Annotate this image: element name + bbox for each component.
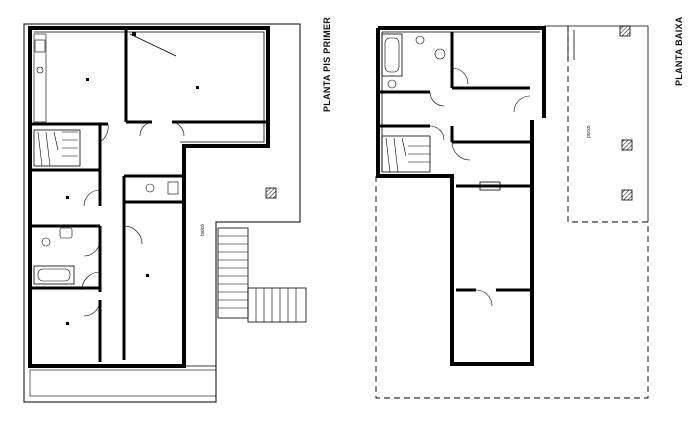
ground-bath-wall	[378, 32, 530, 94]
ground-floor-plan	[375, 25, 649, 399]
upper-stair-box	[33, 129, 81, 167]
ground-window-box	[479, 181, 501, 191]
ground-outer-walls	[376, 26, 546, 366]
upper-bath-center	[122, 174, 182, 204]
upper-sink-1	[59, 227, 73, 239]
upper-terrace-outline	[23, 23, 301, 403]
upper-terrace-floor-line	[29, 369, 217, 397]
upper-room-marks	[66, 32, 199, 325]
upper-inner-wall-line	[34, 31, 265, 143]
ground-dashed-outline	[375, 26, 649, 399]
upper-kitchen-counter	[33, 33, 47, 123]
upper-diagonal-line	[129, 33, 177, 57]
ground-floor-title: PLANTA BAIXA	[674, 16, 684, 86]
upper-bathtub	[33, 265, 75, 285]
upper-corridor-walls	[30, 124, 102, 292]
upper-bedroom-right-walls	[98, 202, 126, 362]
porch-note: porxo	[586, 125, 592, 138]
ground-inner-wall-line	[381, 31, 540, 172]
upper-kitchen-hob	[34, 39, 46, 53]
ground-sink	[434, 48, 446, 60]
upper-terrace-stair-treads	[218, 235, 248, 309]
upper-outer-walls	[28, 26, 270, 368]
upper-floor-plan	[23, 23, 307, 403]
upper-floor-title: PLANTA PIS PRIMER	[322, 17, 332, 112]
upper-terrace-stairs	[217, 227, 249, 319]
upper-landing-treads	[255, 288, 297, 322]
ground-toilet	[415, 35, 425, 45]
upper-sink-kitchen	[36, 66, 44, 74]
upper-door-arcs	[81, 121, 185, 317]
ground-room-walls	[456, 184, 530, 292]
ground-door-arcs	[429, 67, 531, 307]
ground-bathtub	[381, 33, 403, 77]
ground-hatched-columns	[619, 25, 633, 201]
ground-stair-walls	[378, 124, 530, 144]
upper-landing-stairs	[247, 287, 307, 323]
upper-stair-treads	[37, 131, 78, 167]
upper-bathtub-inner	[37, 268, 71, 282]
balcony-note: balcó	[200, 224, 206, 236]
ground-bathtub-inner	[384, 37, 400, 73]
ground-stair-treads	[385, 137, 430, 173]
ground-porch-post	[567, 26, 575, 60]
ground-bidet	[387, 79, 397, 89]
upper-toilet-1	[41, 237, 51, 247]
upper-toilet-2	[145, 183, 155, 193]
upper-column-hatch	[265, 187, 277, 199]
ground-porch-outline	[544, 25, 649, 222]
upper-sink-2	[167, 181, 179, 195]
